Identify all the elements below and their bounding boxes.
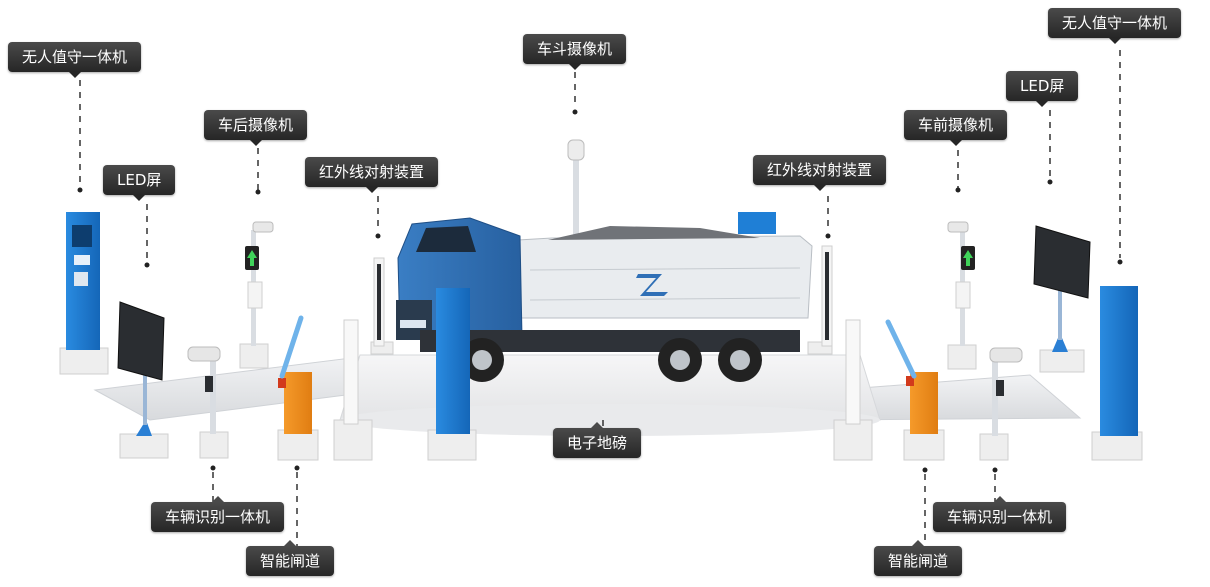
label-plate-recognition-right: 车辆识别一体机	[933, 496, 1067, 532]
plate-recognition-left	[187, 346, 229, 459]
infrared-sensor-right	[807, 245, 833, 355]
label-led-screen-right: LED屏	[1006, 71, 1079, 107]
label-led-screen-left: LED屏	[103, 165, 176, 201]
front-camera-pole	[947, 221, 977, 370]
label-unattended-kiosk-left: 无人值守一体机	[8, 42, 142, 78]
label-scale: 电子地磅	[553, 422, 642, 458]
label-plate-recognition-left: 车辆识别一体机	[151, 496, 285, 532]
label-bucket-camera: 车斗摄像机	[523, 34, 627, 70]
leader-dots	[77, 109, 1123, 473]
label-rear-camera: 车后摄像机	[204, 110, 308, 146]
center-kiosk	[427, 288, 477, 461]
led-screen-left	[117, 301, 169, 459]
smart-gate-right	[885, 319, 945, 461]
unattended-kiosk-left	[59, 212, 109, 375]
smart-gate-left	[277, 315, 319, 461]
infrared-sensor-left	[370, 257, 394, 355]
rear-camera-pole	[239, 221, 274, 369]
bollards	[333, 319, 873, 461]
label-unattended-kiosk-right: 无人值守一体机	[1048, 8, 1182, 44]
label-gate-right: 智能闸道	[874, 540, 963, 576]
label-gate-left: 智能闸道	[246, 540, 335, 576]
led-screen-right	[1033, 225, 1091, 373]
dump-truck	[396, 212, 813, 382]
label-front-camera: 车前摄像机	[904, 110, 1008, 146]
bucket-camera	[567, 139, 585, 238]
label-infrared-right: 红外线对射装置	[753, 155, 887, 191]
label-infrared-left: 红外线对射装置	[305, 157, 439, 193]
plate-recognition-right	[979, 347, 1023, 461]
unattended-kiosk-right	[1091, 286, 1143, 461]
